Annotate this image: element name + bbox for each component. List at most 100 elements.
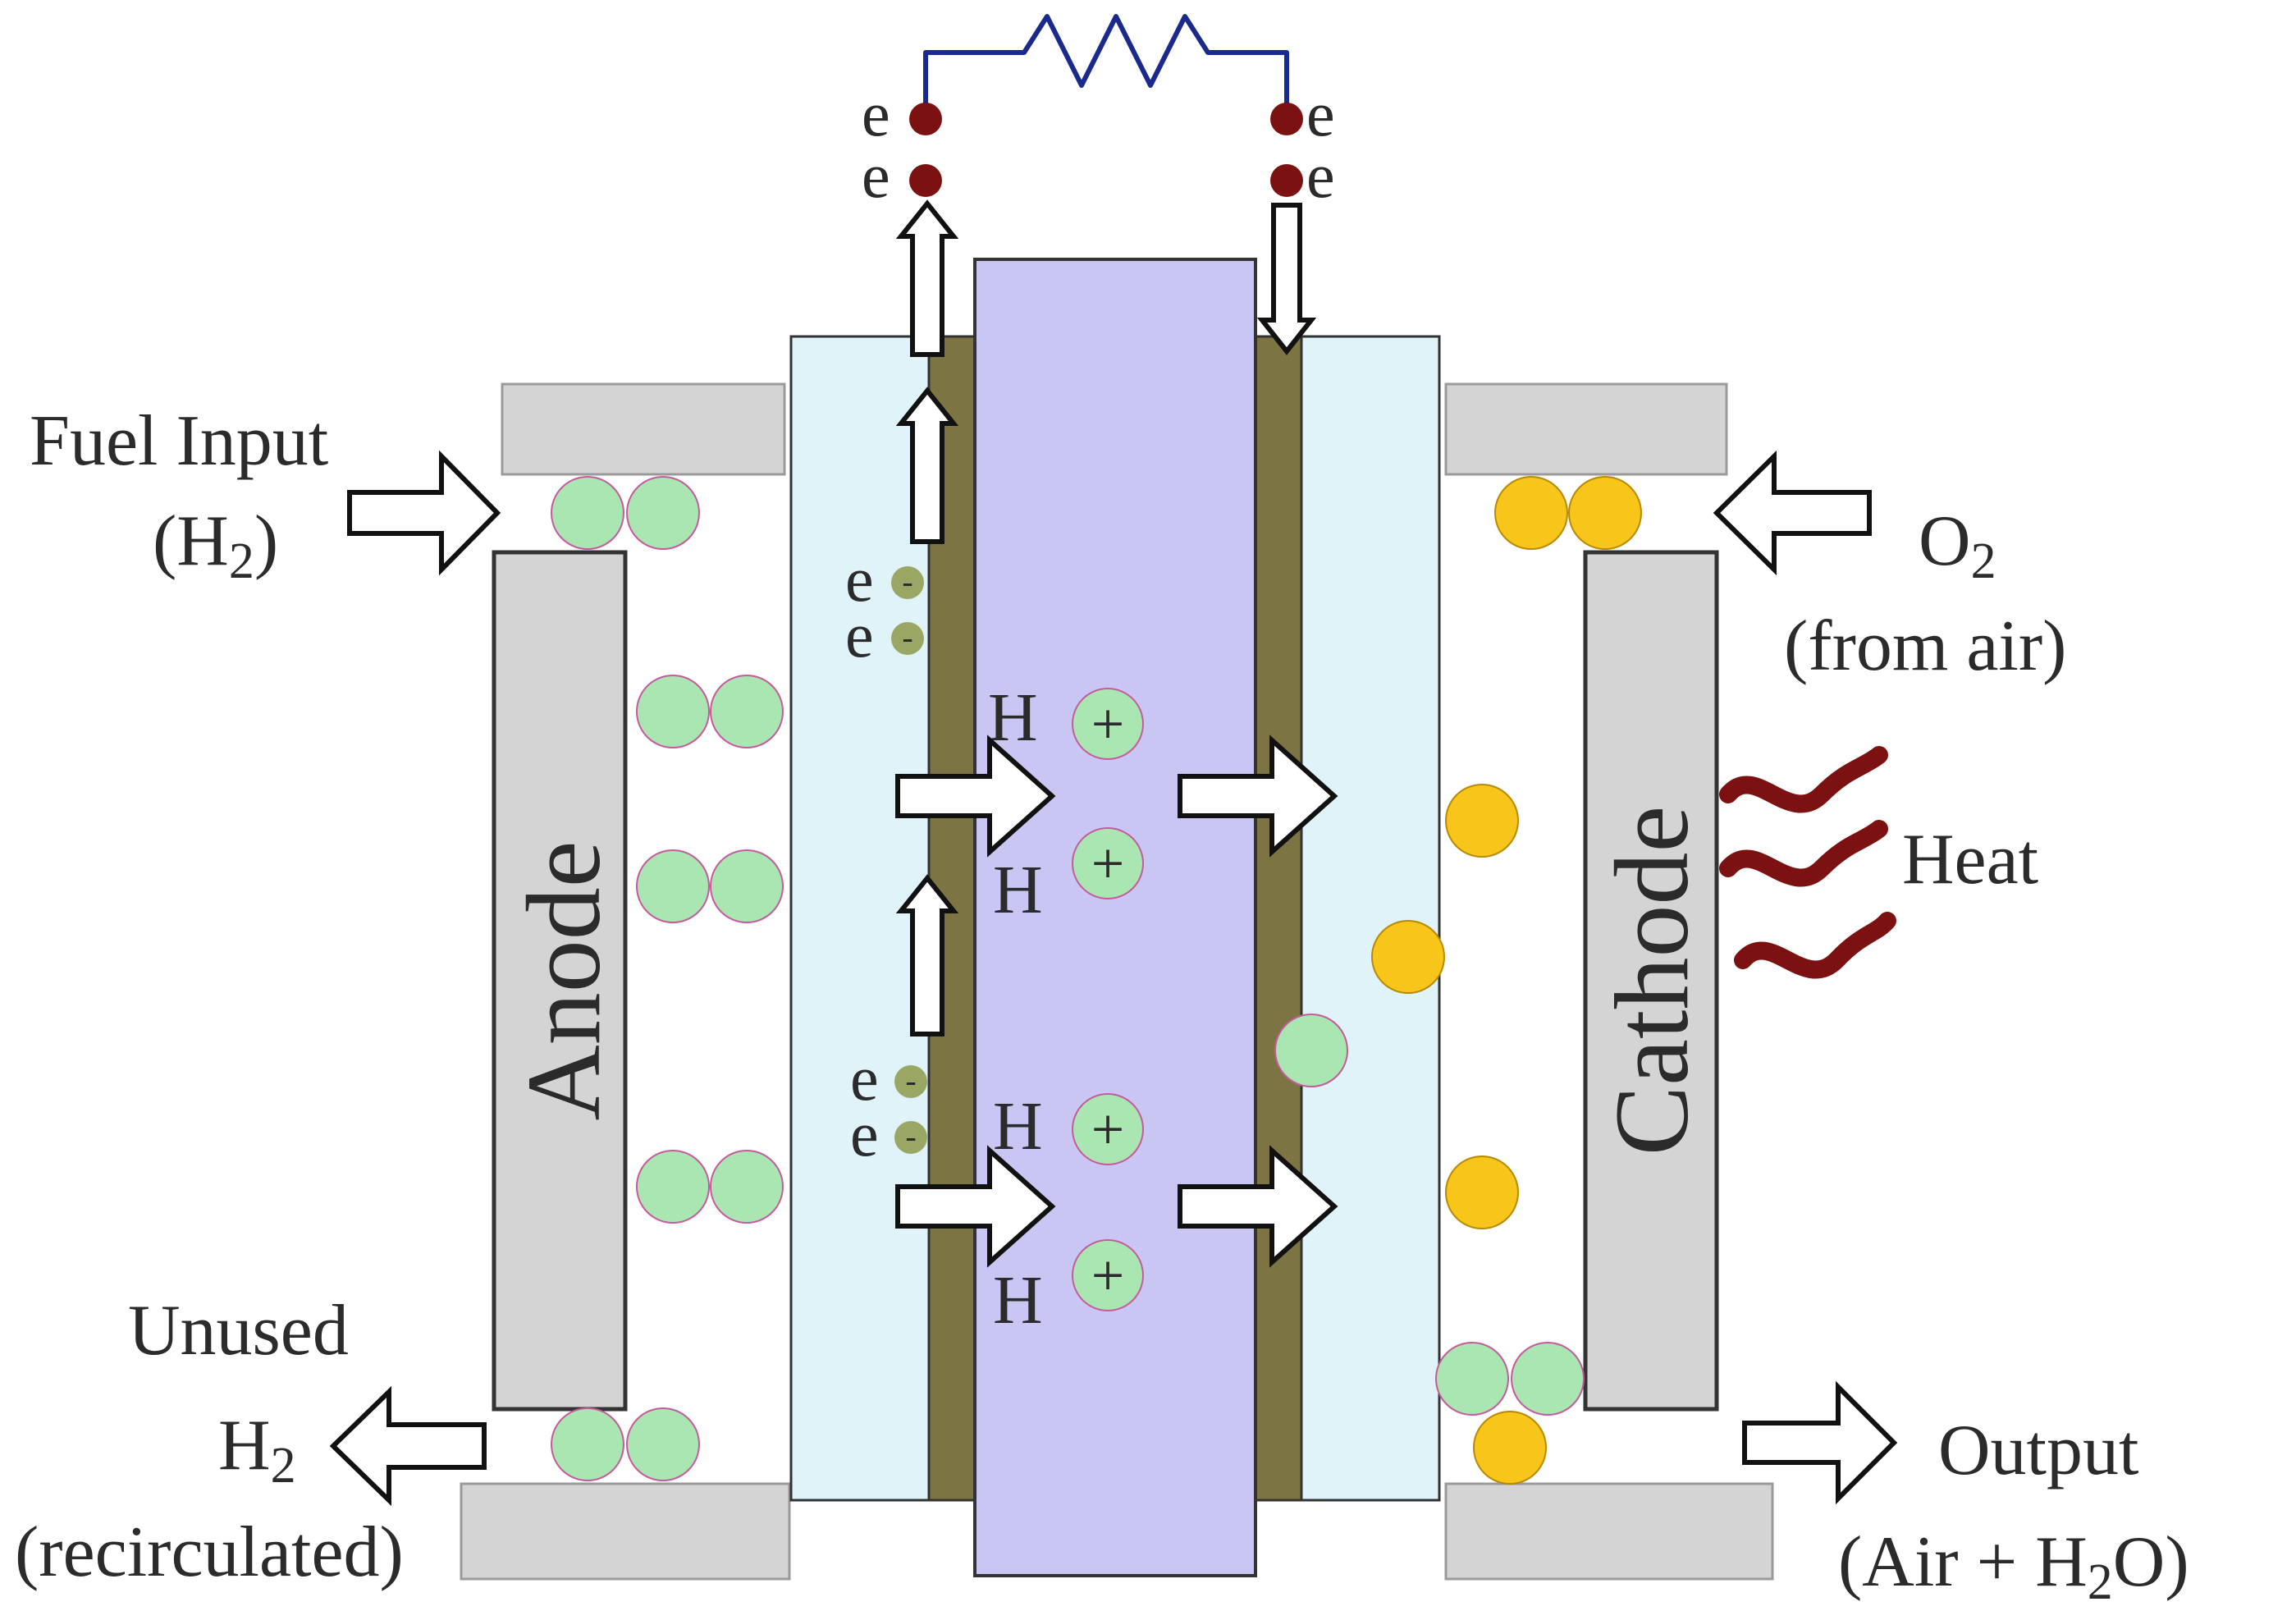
heat-wave xyxy=(1734,912,1896,979)
proton-arrow xyxy=(1178,1145,1338,1268)
anode-top-plate xyxy=(501,382,786,476)
protons: H + H + H + H + xyxy=(988,680,1144,1339)
oxygen-atoms xyxy=(1371,476,1642,1485)
proton: H + xyxy=(993,1239,1144,1339)
hydrogen-atom xyxy=(551,476,624,550)
from-air-label: (from air) xyxy=(1784,606,2066,686)
output-arrow xyxy=(1742,1380,1898,1505)
cathode-terminal: e e xyxy=(1270,78,1335,211)
cathode-gas-diffusion-layer xyxy=(1300,335,1441,1502)
proton-label: H xyxy=(993,852,1043,928)
proton-circle xyxy=(1072,827,1144,899)
oxygen-atom xyxy=(1568,476,1642,550)
plus-sign: + xyxy=(1091,1096,1125,1162)
electron-label: e xyxy=(862,140,890,211)
cathode-label: Cathode xyxy=(1594,806,1710,1156)
hydrogen-atom xyxy=(710,1150,784,1224)
proton: H + xyxy=(988,680,1144,760)
hydrogen-atom xyxy=(710,675,784,748)
oxygen-atom xyxy=(1445,784,1519,858)
oxygen-atom xyxy=(1445,1156,1519,1229)
output-detail-label: (Air + H2O) xyxy=(1838,1522,2189,1610)
proton-arrow xyxy=(1178,734,1338,858)
plus-sign: + xyxy=(1091,831,1125,896)
cathode-electrode xyxy=(1583,550,1719,1412)
electron-label: e xyxy=(862,78,890,149)
terminal-dot xyxy=(909,164,942,197)
electron-dot xyxy=(894,1065,927,1098)
hydrogen-atom xyxy=(636,849,710,923)
oxygen-atom xyxy=(1494,476,1568,550)
proton-circle xyxy=(1072,1093,1144,1165)
unused-hydrogen-arrow xyxy=(329,1385,487,1507)
output-label: Output xyxy=(1938,1411,2138,1490)
heat-label: Heat xyxy=(1902,820,2038,899)
electron: - e xyxy=(850,1098,927,1169)
hydrogen-atom xyxy=(1274,1014,1348,1087)
electron-up-arrow xyxy=(895,387,959,544)
electron-label: e xyxy=(850,1042,879,1114)
hydrogen-atom xyxy=(1511,1342,1585,1416)
fuel-formula-label: (H2) xyxy=(153,501,278,589)
proton-circle xyxy=(1072,1239,1144,1311)
electron-up-arrow xyxy=(895,199,959,357)
terminal-dot xyxy=(1270,103,1303,135)
anode-terminal: e e xyxy=(862,78,942,211)
anode-bottom-plate xyxy=(460,1482,791,1581)
electron-label: e xyxy=(1306,78,1335,149)
electron: - e xyxy=(850,1042,927,1114)
anode-electrode xyxy=(492,550,628,1412)
unused-hydrogen-label: H2 xyxy=(218,1406,296,1494)
minus-sign: - xyxy=(905,1118,916,1155)
plus-sign: + xyxy=(1091,1242,1125,1308)
minus-sign: - xyxy=(902,619,912,656)
electron-dot xyxy=(894,1121,927,1154)
electron-up-arrow xyxy=(895,874,959,1037)
oxygen-atom xyxy=(1371,920,1445,994)
recirculated-label: (recirculated) xyxy=(15,1512,404,1592)
electron-label: e xyxy=(1306,140,1335,211)
anode-label: Anode xyxy=(505,840,622,1120)
flow-arrows xyxy=(329,199,1898,1507)
proton-arrow xyxy=(895,734,1056,858)
proton-label: H xyxy=(993,1262,1043,1339)
frame-plates xyxy=(460,382,1774,1581)
proton-arrow xyxy=(895,1145,1056,1268)
anode-gas-diffusion-layer xyxy=(789,335,931,1502)
minus-sign: - xyxy=(902,563,912,600)
electron-dot xyxy=(891,566,924,599)
oxygen-label: O2 xyxy=(1919,501,1996,589)
anode: Anode xyxy=(492,550,628,1412)
electrolyte-membrane xyxy=(973,258,1257,1577)
heat-wave xyxy=(1719,820,1888,887)
cathode: Cathode xyxy=(1583,550,1719,1412)
hydrogen-atom xyxy=(636,1150,710,1224)
hydrogen-atom xyxy=(626,1407,700,1481)
oxygen-atom xyxy=(1473,1411,1547,1485)
electrons: - e - e - e - e xyxy=(845,543,927,1169)
cathode-bottom-plate xyxy=(1444,1482,1774,1581)
external-circuit: e e e e xyxy=(862,14,1335,211)
hydrogen-atom xyxy=(1435,1342,1509,1416)
cathode-catalyst-layer xyxy=(1254,335,1303,1502)
proton: H + xyxy=(993,827,1144,928)
electron-down-arrow xyxy=(1256,203,1317,355)
plus-sign: + xyxy=(1091,691,1125,757)
electron-label: e xyxy=(850,1098,879,1169)
proton-circle xyxy=(1072,688,1144,760)
hydrogen-atom xyxy=(636,675,710,748)
terminal-dot xyxy=(909,103,942,135)
hydrogen-atom xyxy=(551,1407,624,1481)
hydrogen-molecules xyxy=(551,476,1585,1481)
cathode-top-plate xyxy=(1444,382,1728,476)
labels: Fuel Input (H2) O2 (from air) Heat Unuse… xyxy=(15,401,2189,1610)
terminal-dot xyxy=(1270,164,1303,197)
proton: H + xyxy=(993,1088,1144,1165)
electron: - e xyxy=(845,543,924,615)
electron-label: e xyxy=(845,543,874,615)
electron-label: e xyxy=(845,599,874,670)
fuel-input-arrow xyxy=(347,450,501,576)
hydrogen-atom xyxy=(710,849,784,923)
circuit-wire xyxy=(923,14,1289,115)
